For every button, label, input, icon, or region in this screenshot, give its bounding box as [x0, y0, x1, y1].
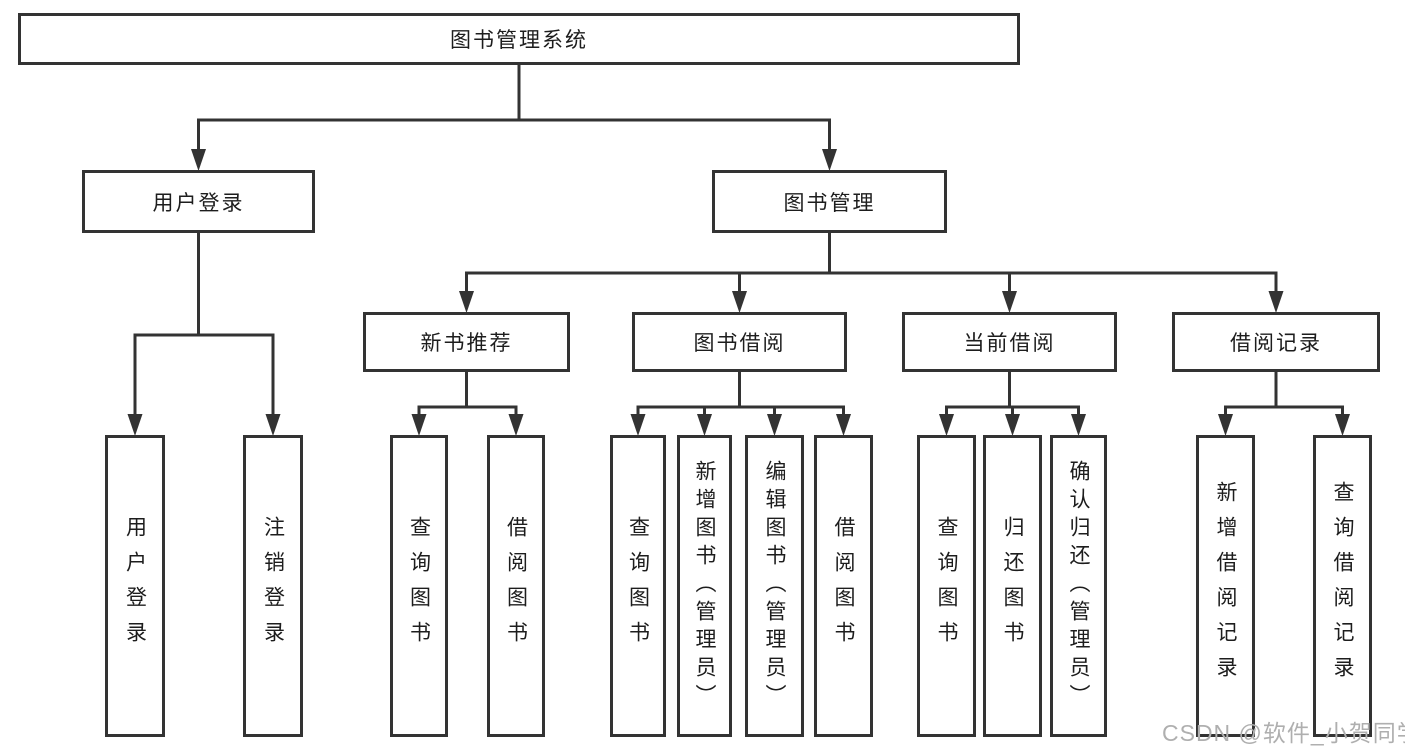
node-current-borrow: 当前借阅	[902, 312, 1117, 372]
node-label: 借阅图书	[832, 516, 855, 656]
node-label: 新书推荐	[420, 332, 513, 355]
node-leaf-add-book: 新增图书（管理员）	[677, 435, 732, 737]
arrowhead-icon	[822, 149, 837, 171]
arrowhead-icon	[1071, 414, 1086, 436]
arrowhead-icon	[1005, 414, 1020, 436]
connector-path	[465, 232, 1278, 295]
node-user-login: 用户登录	[82, 170, 315, 233]
connector-path	[636, 371, 845, 418]
node-label: 用户登录	[123, 516, 147, 656]
connector-path	[417, 371, 518, 418]
node-label: 查询图书	[626, 516, 650, 656]
node-label: 当前借阅	[963, 332, 1056, 355]
arrowhead-icon	[1268, 291, 1284, 313]
connector-path	[197, 64, 831, 153]
node-label: 新增图书（管理员）	[693, 460, 716, 712]
arrowhead-icon	[630, 414, 646, 436]
watermark: CSDN @软件_小贺同学	[1162, 720, 1405, 746]
node-leaf-query-book-2: 查询图书	[610, 435, 666, 737]
node-new-book-rec: 新书推荐	[363, 312, 570, 372]
node-leaf-query-book-1: 查询图书	[390, 435, 448, 737]
arrowhead-icon	[191, 149, 206, 171]
node-label: 借阅图书	[504, 516, 528, 656]
node-label: 图书借阅	[693, 332, 786, 355]
arrowhead-icon	[767, 414, 782, 436]
arrowhead-icon	[1218, 414, 1233, 436]
node-leaf-borrow-book-2: 借阅图书	[814, 435, 873, 737]
node-leaf-confirm-return: 确认归还（管理员）	[1050, 435, 1107, 737]
node-label: 图书管理系统	[450, 29, 588, 52]
arrowhead-icon	[1335, 414, 1350, 436]
arrowhead-icon	[411, 414, 427, 436]
connector-path	[1224, 371, 1344, 418]
node-label: 查询借阅记录	[1331, 481, 1354, 691]
connector-path	[133, 232, 275, 418]
node-book-borrow: 图书借阅	[632, 312, 847, 372]
node-label: 用户登录	[152, 191, 245, 215]
node-leaf-borrow-book-1: 借阅图书	[487, 435, 545, 737]
node-leaf-query-book-3: 查询图书	[917, 435, 976, 737]
node-label: 借阅记录	[1230, 332, 1322, 355]
arrowhead-icon	[508, 414, 524, 436]
node-leaf-edit-book: 编辑图书（管理员）	[745, 435, 804, 737]
arrowhead-icon	[939, 414, 954, 436]
node-label: 查询图书	[935, 516, 958, 656]
node-label: 查询图书	[407, 516, 431, 656]
node-leaf-user-login: 用户登录	[105, 435, 165, 737]
node-label: 确认归还（管理员）	[1067, 460, 1090, 712]
connector-path	[945, 371, 1080, 418]
arrowhead-icon	[459, 291, 474, 313]
node-label: 图书管理	[783, 191, 876, 215]
node-label: 注销登录	[261, 516, 285, 656]
node-label: 编辑图书（管理员）	[763, 460, 786, 712]
arrowhead-icon	[265, 414, 281, 436]
node-leaf-query-record: 查询借阅记录	[1313, 435, 1372, 737]
arrowhead-icon	[836, 414, 851, 436]
node-leaf-logout: 注销登录	[243, 435, 303, 737]
node-label: 归还图书	[1001, 516, 1024, 656]
node-root: 图书管理系统	[18, 13, 1020, 65]
arrowhead-icon	[697, 414, 712, 436]
node-borrow-records: 借阅记录	[1172, 312, 1380, 372]
arrowhead-icon	[732, 291, 747, 313]
node-label: 新增借阅记录	[1214, 481, 1237, 691]
node-leaf-return-book: 归还图书	[983, 435, 1042, 737]
node-book-mgmt: 图书管理	[712, 170, 947, 233]
arrowhead-icon	[127, 414, 143, 436]
arrowhead-icon	[1002, 291, 1017, 313]
node-leaf-add-record: 新增借阅记录	[1196, 435, 1255, 737]
